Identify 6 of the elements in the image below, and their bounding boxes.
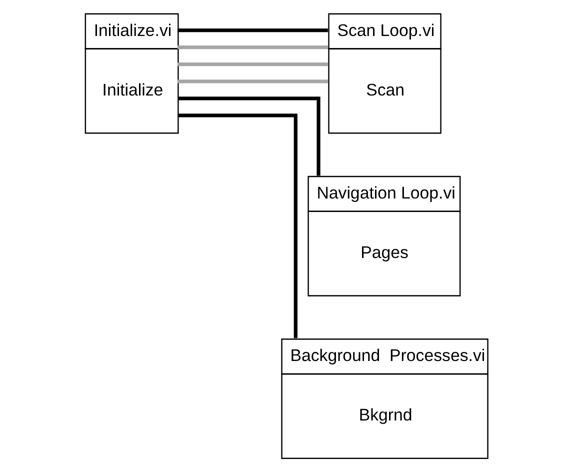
connector [178,114,298,338]
connector [178,46,328,50]
connector [178,96,320,176]
connector [178,28,328,32]
connector [178,62,328,66]
connector [178,80,328,84]
